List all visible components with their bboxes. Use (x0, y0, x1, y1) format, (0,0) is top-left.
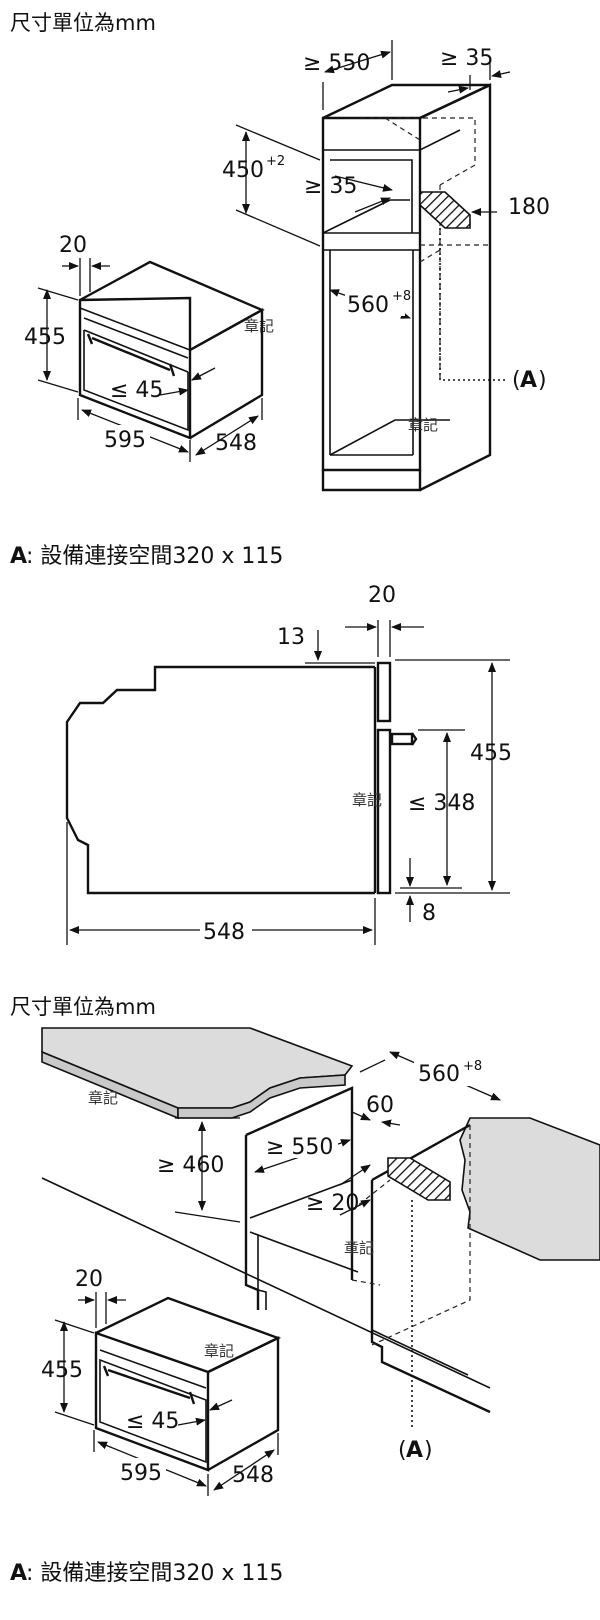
side-dim-455: 455 (470, 741, 512, 766)
units-header-top: 尺寸單位為mm (10, 11, 156, 35)
svg-text:A: A (520, 368, 537, 393)
callout-leader-top (439, 228, 505, 381)
dim-width-560: 560 (347, 293, 389, 318)
counter-dim-560-tol: +8 (463, 1059, 482, 1074)
stamp-mark-cabinet-bottom: 章記 (344, 1239, 374, 1257)
side-dim-348: ≤ 348 (408, 791, 475, 816)
counter-dim-460: ≥ 460 (157, 1153, 224, 1178)
tall-cabinet-diagram: ( A ) 180 ≥ 550 ≥ 35 450 +2 ≥ 35 560 +8 … (222, 40, 550, 492)
oven-bottom-dim-595: 595 (120, 1461, 162, 1486)
dim-width-560-tol: +8 (392, 289, 411, 304)
callout-a-top: ( A ) (512, 368, 547, 393)
oven-top-dim-595: 595 (104, 428, 146, 453)
stamp-mark-cabinet: 章記 (244, 317, 274, 335)
oven-top-dim-455: 455 (24, 325, 66, 350)
svg-text:): ) (424, 1438, 433, 1463)
dim-height-450: 450 (222, 158, 264, 183)
dim-180: 180 (508, 195, 550, 220)
svg-text:: 設備連接空間320 x 115: : 設備連接空間320 x 115 (26, 544, 283, 569)
note-connection-space-bottom: A : 設備連接空間320 x 115 (10, 1561, 283, 1586)
dim-gap-35-top: ≥ 35 (440, 46, 493, 71)
oven-diagram-top: 20 455 ≤ 45 595 548 (24, 233, 265, 462)
oven-bottom-dim-455: 455 (41, 1358, 83, 1383)
connection-space-hatch-bottom (387, 1157, 451, 1201)
svg-text:A: A (10, 544, 27, 569)
counter-dim-20: ≥ 20 (306, 1191, 359, 1216)
tall-cabinet-outline (321, 83, 492, 492)
oven-top-dim-548: 548 (215, 431, 257, 456)
stamp-mark-counter: 章記 (88, 1089, 118, 1107)
oven-bottom-dim-548: 548 (232, 1463, 274, 1488)
dim-height-450-tol: +2 (266, 154, 285, 169)
svg-text:): ) (538, 368, 547, 393)
svg-text:A: A (406, 1438, 423, 1463)
counter-dim-60: 60 (366, 1093, 394, 1118)
side-dim-548: 548 (203, 920, 245, 945)
countertop-right (459, 1117, 600, 1261)
svg-text:(: ( (398, 1438, 407, 1463)
dim-depth-550: ≥ 550 (303, 51, 370, 76)
counter-dim-550: ≥ 550 (266, 1135, 333, 1160)
undercounter-diagram: ( A ) 560 +8 60 ≥ 460 ≥ 550 ≥ 20 章記 章記 (41, 1027, 600, 1463)
dim-gap-35-mid: ≥ 35 (304, 174, 357, 199)
side-dim-13: 13 (277, 625, 305, 650)
svg-text:(: ( (512, 368, 521, 393)
note-connection-space-top: A : 設備連接空間320 x 115 (10, 544, 283, 569)
stamp-mark-cabinet-2: 章記 (408, 416, 438, 434)
oven-diagram-bottom: 20 455 ≤ 45 595 548 章記 (41, 1267, 282, 1496)
svg-text:: 設備連接空間320 x 115: : 設備連接空間320 x 115 (26, 1561, 283, 1586)
side-dim-8: 8 (422, 901, 436, 926)
oven-bottom-dim-20: 20 (75, 1267, 103, 1292)
oven-top-dim-45: ≤ 45 (110, 378, 163, 403)
svg-text:A: A (10, 1561, 27, 1586)
stamp-mark-side: 章記 (352, 791, 382, 809)
side-view-diagram: 20 13 455 ≤ 348 8 548 章記 (65, 583, 512, 945)
units-header-bottom: 尺寸單位為mm (10, 995, 156, 1019)
oven-top-dim-20: 20 (59, 233, 87, 258)
counter-dim-560: 560 (418, 1062, 460, 1087)
oven-bottom-dim-45: ≤ 45 (126, 1409, 179, 1434)
connection-space-hatch-top (419, 191, 471, 229)
stamp-mark-oven-bottom: 章記 (204, 1342, 234, 1360)
side-dim-20: 20 (368, 583, 396, 608)
callout-a-bottom: ( A ) (398, 1438, 433, 1463)
